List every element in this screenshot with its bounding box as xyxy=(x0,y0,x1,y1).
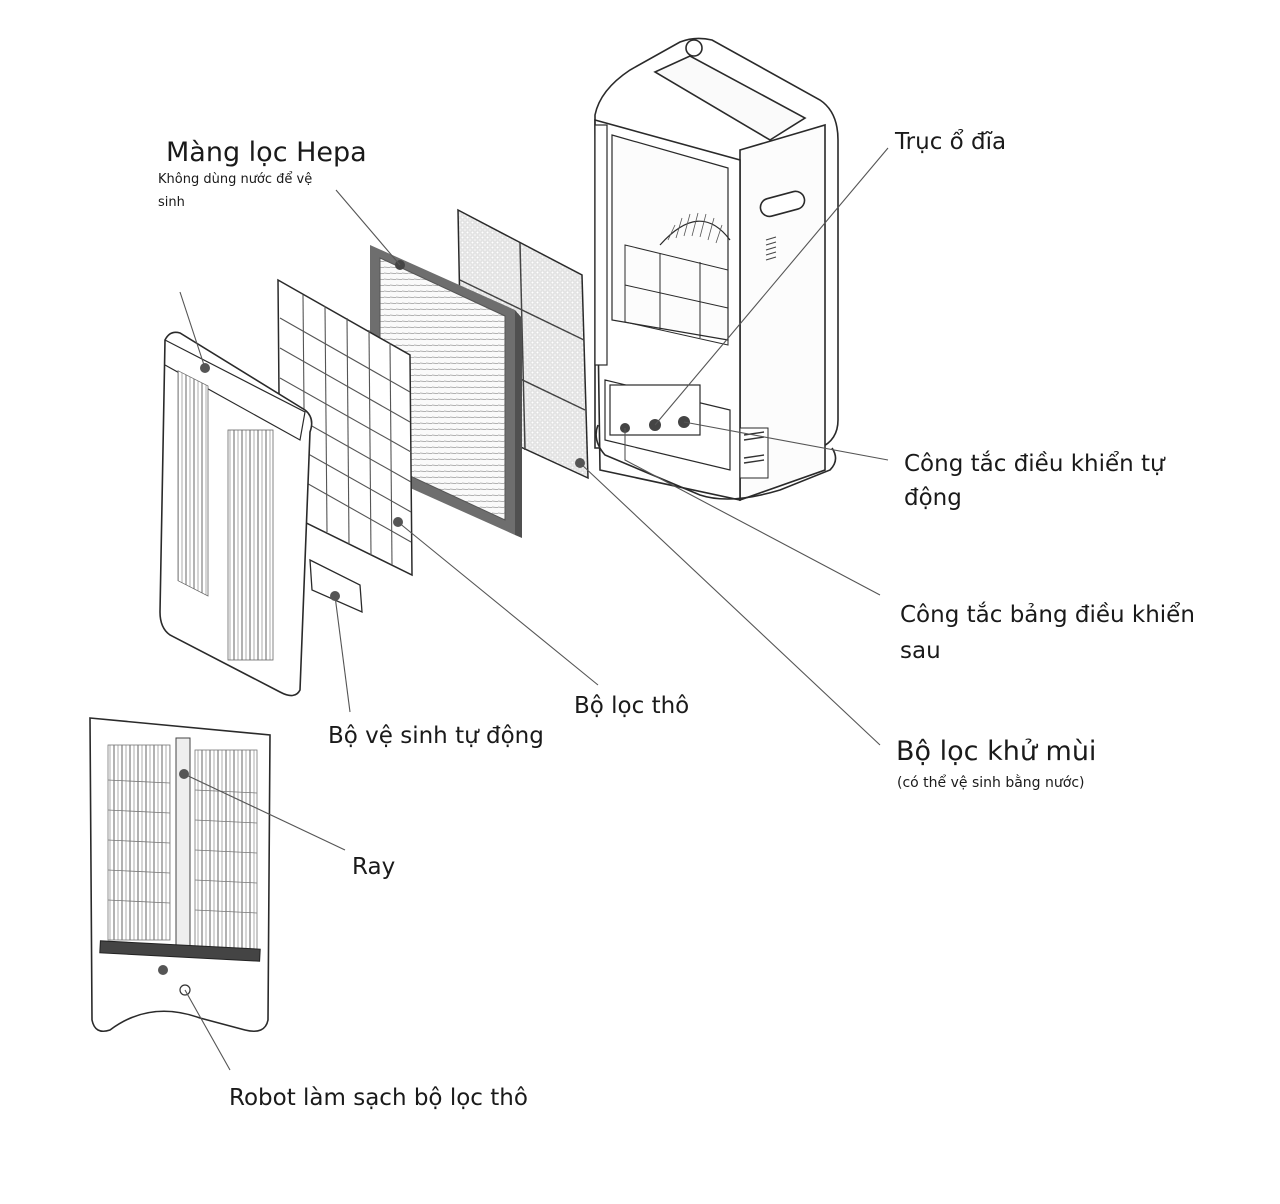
label-auto-switch-line1: Công tắc điều khiển tự xyxy=(904,451,1165,477)
purifier-body xyxy=(594,37,839,502)
leader-lines xyxy=(179,147,889,1071)
leader-front-panel xyxy=(179,291,206,369)
front-panel-part xyxy=(159,331,313,697)
label-disk-shaft: Trục ổ đĩa xyxy=(895,129,1007,155)
label-hepa-note-line1: Không dùng nước để vệ xyxy=(158,172,313,187)
label-hepa-title: Màng lọc Hepa xyxy=(166,137,367,168)
leader-auto-cleaner xyxy=(334,595,351,713)
label-auto-cleaner: Bộ vệ sinh tự động xyxy=(328,723,544,749)
label-rail: Ray xyxy=(352,854,396,880)
pre-filter-frame-part xyxy=(89,717,271,1033)
label-pre-filter-robot: Robot làm sạch bộ lọc thô xyxy=(229,1085,528,1111)
leader-robot xyxy=(184,989,231,1071)
leader-hepa xyxy=(335,189,401,266)
label-auto-switch-line2: động xyxy=(904,485,962,511)
label-deodorizing-note: (có thể vệ sinh bằng nước) xyxy=(897,775,1085,791)
leader-deodorizing xyxy=(579,462,881,746)
leader-disk-shaft xyxy=(654,147,889,426)
leader-rear-panel-switch xyxy=(624,428,881,596)
label-deodorizing-filter: Bộ lọc khử mùi xyxy=(896,736,1097,767)
pre-filter-part xyxy=(277,278,413,577)
label-pre-filter: Bộ lọc thô xyxy=(574,693,690,719)
auto-cleaner-part xyxy=(309,558,363,614)
label-hepa-note-line2: sinh xyxy=(158,195,185,210)
leader-auto-switch xyxy=(683,421,889,461)
leader-pre-filter xyxy=(397,521,599,686)
leader-rail xyxy=(183,773,346,851)
label-rear-panel-switch-line1: Công tắc bảng điều khiển xyxy=(900,602,1195,628)
label-rear-panel-switch-line2: sau xyxy=(900,638,941,664)
